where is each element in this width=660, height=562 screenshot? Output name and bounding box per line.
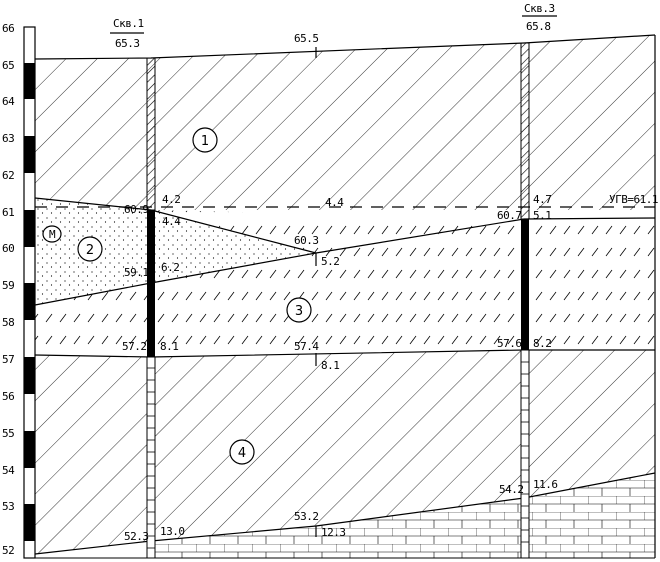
w1-elev-a: 60.9 xyxy=(124,203,149,216)
w1-depth-f: 13.0 xyxy=(160,525,185,538)
svg-text:4: 4 xyxy=(238,446,246,461)
layer-2-marker: 2 xyxy=(77,236,103,262)
scale-tick-55: 55 xyxy=(2,427,14,440)
lens-elev: 60.3 xyxy=(294,234,319,247)
layer-3-marker: 3 xyxy=(286,297,312,323)
w3-elev-d: 57.6 xyxy=(497,337,522,350)
scale-tick-64: 64 xyxy=(2,95,15,108)
water-table-label: УГВ=61.1 xyxy=(609,193,658,206)
well-3-name: Скв.3 xyxy=(524,2,555,15)
lens-depth: 5.2 xyxy=(321,255,339,268)
surface-mid-elev: 65.5 xyxy=(294,32,319,45)
svg-text:1: 1 xyxy=(201,134,209,149)
well-3-column xyxy=(520,42,530,559)
w3-depth-a: 4.7 xyxy=(533,193,551,206)
scale-tick-66: 66 xyxy=(2,22,14,35)
w1-depth-a: 4.2 xyxy=(162,193,180,206)
w1-elev-f: 52.3 xyxy=(124,530,149,543)
w3-depth-d: 8.2 xyxy=(533,337,551,350)
well-3-elevation: 65.8 xyxy=(526,20,551,33)
w1-elev-d: 57.2 xyxy=(122,340,147,353)
w1-depth-d: 8.1 xyxy=(160,340,178,353)
well-1-name: Скв.1 xyxy=(113,17,144,30)
layer-3-fill xyxy=(35,210,655,357)
scale-tick-58: 58 xyxy=(2,316,14,329)
layer-1-marker: 1 xyxy=(192,127,218,153)
svg-text:3: 3 xyxy=(295,304,303,319)
scale-tick-53: 53 xyxy=(2,500,14,513)
scale-tick-60: 60 xyxy=(2,242,14,255)
surface-line xyxy=(34,34,656,60)
scale-tick-62: 62 xyxy=(2,169,14,182)
mid-elev-d: 57.4 xyxy=(294,340,319,353)
mid-elev-e: 53.2 xyxy=(294,510,319,523)
w1-depth-c: 6.2 xyxy=(161,261,179,274)
scale-tick-57: 57 xyxy=(2,353,14,366)
w3-depth-e: 11.6 xyxy=(533,478,558,491)
w1-depth-b: 4.4 xyxy=(162,215,181,228)
w3-elev-e: 54.2 xyxy=(499,483,524,496)
scale-tick-56: 56 xyxy=(2,390,14,403)
svg-text:М: М xyxy=(49,228,56,241)
scale-tick-63: 63 xyxy=(2,132,14,145)
boundary-3-4 xyxy=(34,349,655,358)
scale-tick-52: 52 xyxy=(2,544,14,557)
layer-4-fill xyxy=(35,350,655,554)
scale-tick-65: 65 xyxy=(2,59,14,72)
w1-elev-c: 59.1 xyxy=(124,266,149,279)
mid-depth-d: 8.1 xyxy=(321,359,339,372)
w3-elev-a: 60.7 xyxy=(497,209,522,222)
well-1-elevation: 65.3 xyxy=(115,37,140,50)
elevation-scale xyxy=(23,26,36,559)
scale-tick-59: 59 xyxy=(2,279,14,292)
layer-4-marker: 4 xyxy=(229,439,255,465)
sand-symbol-marker: М xyxy=(42,225,62,243)
well-1-column xyxy=(146,57,156,559)
svg-text:2: 2 xyxy=(86,243,94,258)
mid-depth-e: 12.3 xyxy=(321,526,346,539)
water-table-mid: 4.4 xyxy=(325,196,344,209)
scale-tick-61: 61 xyxy=(2,206,14,219)
layer-1-fill xyxy=(35,35,655,210)
w3-depth-b: 5.1 xyxy=(533,209,551,222)
layer-2-fill xyxy=(35,198,316,305)
scale-tick-54: 54 xyxy=(2,464,15,477)
